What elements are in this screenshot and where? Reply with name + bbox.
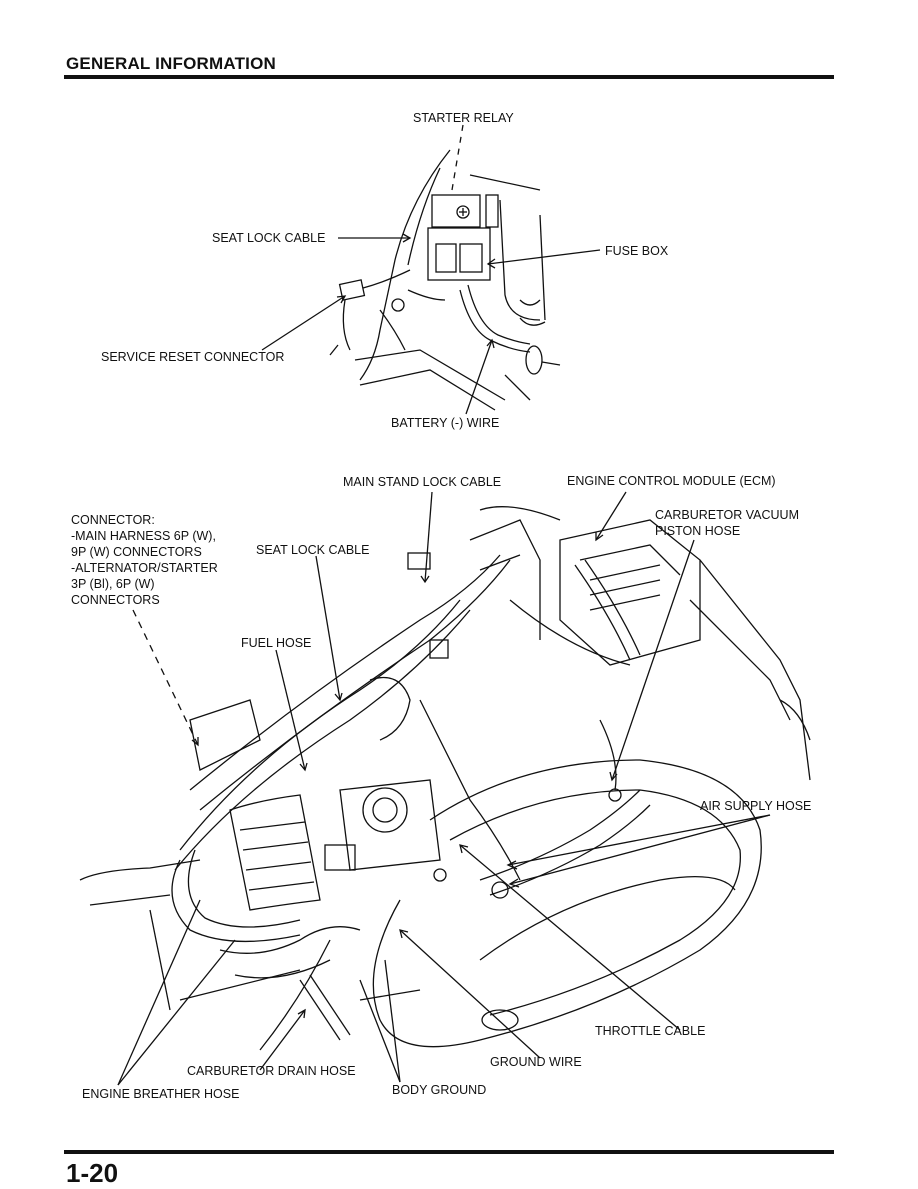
footer-rule <box>64 1150 834 1154</box>
service-reset-connector-label: SERVICE RESET CONNECTOR <box>101 350 285 364</box>
main-stand-lock-cable-label: MAIN STAND LOCK CABLE <box>343 475 502 489</box>
fuse-box-label: FUSE BOX <box>605 244 669 258</box>
starter-relay-label: STARTER RELAY <box>413 111 514 125</box>
carburetor-drain-hose-label: CARBURETOR DRAIN HOSE <box>187 1064 356 1078</box>
seat-lock-cable-label-top: SEAT LOCK CABLE <box>212 231 326 245</box>
body-ground-label: BODY GROUND <box>392 1083 487 1097</box>
page-number: 1-20 <box>66 1158 119 1188</box>
seat-lock-cable-label-bottom: SEAT LOCK CABLE <box>256 543 370 557</box>
connector-label: CONNECTOR: -MAIN HARNESS 6P (W), 9P (W) … <box>71 513 218 607</box>
fuel-hose-label: FUEL HOSE <box>241 636 312 650</box>
ecm-label: ENGINE CONTROL MODULE (ECM) <box>567 474 776 488</box>
header-rule <box>64 75 834 79</box>
throttle-cable-label: THROTTLE CABLE <box>595 1024 706 1038</box>
engine-breather-hose-label: ENGINE BREATHER HOSE <box>82 1087 240 1101</box>
page-title: GENERAL INFORMATION <box>66 54 276 73</box>
air-supply-hose-label: AIR SUPPLY HOSE <box>700 799 812 813</box>
ground-wire-label: GROUND WIRE <box>490 1055 582 1069</box>
battery-wire-label: BATTERY (-) WIRE <box>391 416 500 430</box>
carburetor-vacuum-piston-hose-label: CARBURETOR VACUUM PISTON HOSE <box>655 508 799 538</box>
